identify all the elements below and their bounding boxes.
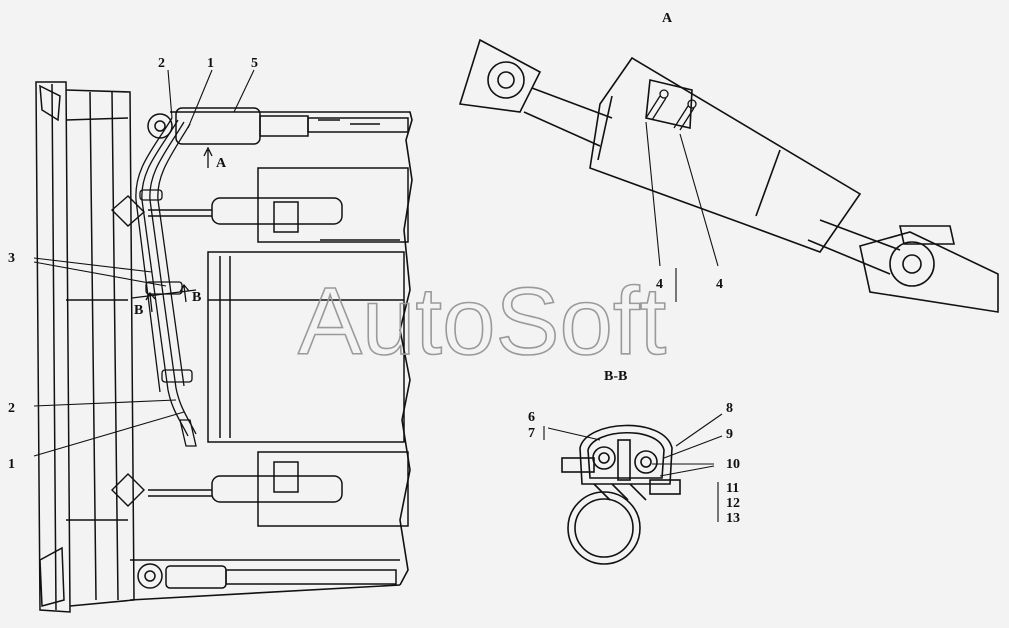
section-bb-title: B-B bbox=[604, 369, 627, 384]
section-bb-drawing bbox=[561, 424, 681, 565]
leader-lines-a bbox=[645, 121, 719, 302]
hose-bundle bbox=[135, 117, 197, 447]
label-2-bottom: 2 bbox=[8, 401, 15, 416]
section-bb-label-13: 13 bbox=[726, 511, 740, 526]
detail-a-label-4-right: 4 bbox=[716, 277, 723, 292]
section-bb-label-10: 10 bbox=[726, 457, 740, 472]
section-b-b: B-B 6 7 bbox=[528, 369, 740, 565]
detail-a-title: A bbox=[662, 11, 673, 26]
label-2-top: 2 bbox=[158, 56, 165, 71]
label-3: 3 bbox=[8, 251, 15, 266]
detail-a-fittings bbox=[645, 89, 697, 131]
dozer-blade bbox=[35, 81, 135, 613]
section-bb-label-9: 9 bbox=[726, 427, 733, 442]
detail-view-a: A bbox=[458, 11, 999, 313]
frame-outline bbox=[129, 111, 413, 601]
section-bb-label-12: 12 bbox=[726, 496, 740, 511]
detail-a-label-4-left: 4 bbox=[656, 277, 663, 292]
section-mark-bb bbox=[131, 283, 197, 313]
tilt-cylinder-lower bbox=[148, 451, 409, 527]
leader-lines-bb bbox=[543, 413, 723, 522]
section-bb-label-7: 7 bbox=[528, 426, 535, 441]
lift-cylinder-top bbox=[147, 107, 409, 145]
label-5: 5 bbox=[251, 56, 258, 71]
section-bb-label-6: 6 bbox=[528, 410, 535, 425]
label-view-a-arrow: A bbox=[216, 156, 227, 171]
leader-lines-main bbox=[33, 69, 255, 457]
section-bb-label-8: 8 bbox=[726, 401, 733, 416]
center-block bbox=[207, 251, 405, 443]
lift-cylinder-bottom bbox=[137, 563, 397, 589]
label-section-b-left: B bbox=[134, 303, 143, 318]
watermark-text: AutoSoft bbox=[298, 268, 666, 375]
label-section-b-right: B bbox=[192, 290, 201, 305]
section-bb-label-11: 11 bbox=[726, 481, 739, 496]
label-1-bottom: 1 bbox=[8, 457, 15, 472]
main-assembly-view: 2 1 5 A 3 B B 2 1 bbox=[8, 56, 413, 613]
tilt-cylinder-upper bbox=[148, 167, 409, 243]
view-arrow-a bbox=[203, 146, 213, 168]
detail-a-cylinder bbox=[458, 38, 999, 313]
label-1-top: 1 bbox=[207, 56, 214, 71]
